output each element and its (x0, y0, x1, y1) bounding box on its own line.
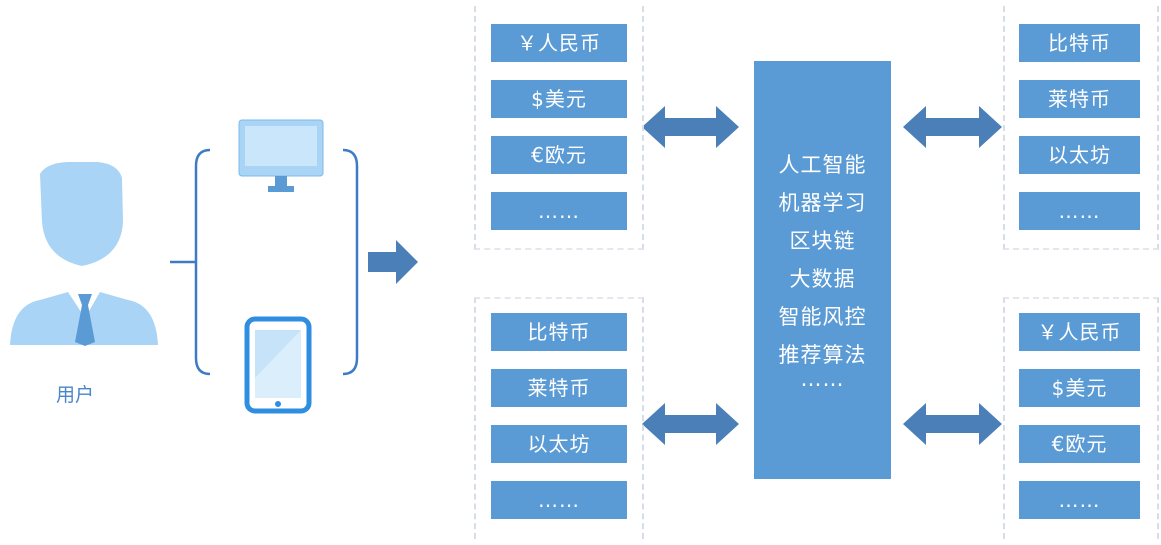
double-arrow-icon (903, 106, 1002, 148)
panel-fiat-bottom-right (1003, 297, 1159, 539)
panel-crypto-bottom-left (474, 297, 644, 539)
crypto-box-litecoin: 莱特币 (491, 369, 627, 407)
currency-box-cny: ￥人民币 (491, 24, 627, 62)
currency-box-eur: €欧元 (1019, 425, 1140, 463)
right-bracket (342, 148, 359, 376)
tech-recommendation: 推荐算法 (778, 343, 867, 367)
crypto-box-more: …… (1019, 192, 1140, 230)
currency-box-usd: $美元 (1019, 369, 1140, 407)
technology-box: 人工智能 机器学习 区块链 大数据 智能风控 推荐算法 …… (754, 61, 891, 479)
tech-machine-learning: 机器学习 (778, 191, 867, 215)
panel-fiat-top-left (474, 6, 644, 250)
tech-big-data: 大数据 (789, 267, 856, 291)
crypto-box-ethereum: 以太坊 (1019, 136, 1140, 174)
currency-box-usd: $美元 (491, 80, 627, 118)
arrow-right-icon (368, 240, 418, 284)
user-label: 用户 (56, 384, 95, 406)
crypto-box-litecoin: 莱特币 (1019, 80, 1140, 118)
double-arrow-icon (642, 106, 739, 148)
currency-box-cny: ￥人民币 (1019, 313, 1140, 351)
tech-risk-control: 智能风控 (778, 305, 867, 329)
currency-box-more: …… (491, 192, 627, 230)
left-bracket (170, 148, 211, 376)
tech-blockchain: 区块链 (789, 229, 856, 253)
crypto-box-bitcoin: 比特币 (491, 313, 627, 351)
tech-ai: 人工智能 (778, 153, 867, 177)
panel-crypto-top-right (1003, 6, 1159, 250)
currency-box-eur: €欧元 (491, 136, 627, 174)
crypto-box-more: …… (491, 481, 627, 519)
double-arrow-icon (642, 403, 739, 445)
crypto-box-bitcoin: 比特币 (1019, 24, 1140, 62)
crypto-box-ethereum: 以太坊 (491, 425, 627, 463)
currency-box-more: …… (1019, 481, 1140, 519)
double-arrow-icon (903, 403, 1002, 445)
tech-more: …… (800, 367, 845, 391)
